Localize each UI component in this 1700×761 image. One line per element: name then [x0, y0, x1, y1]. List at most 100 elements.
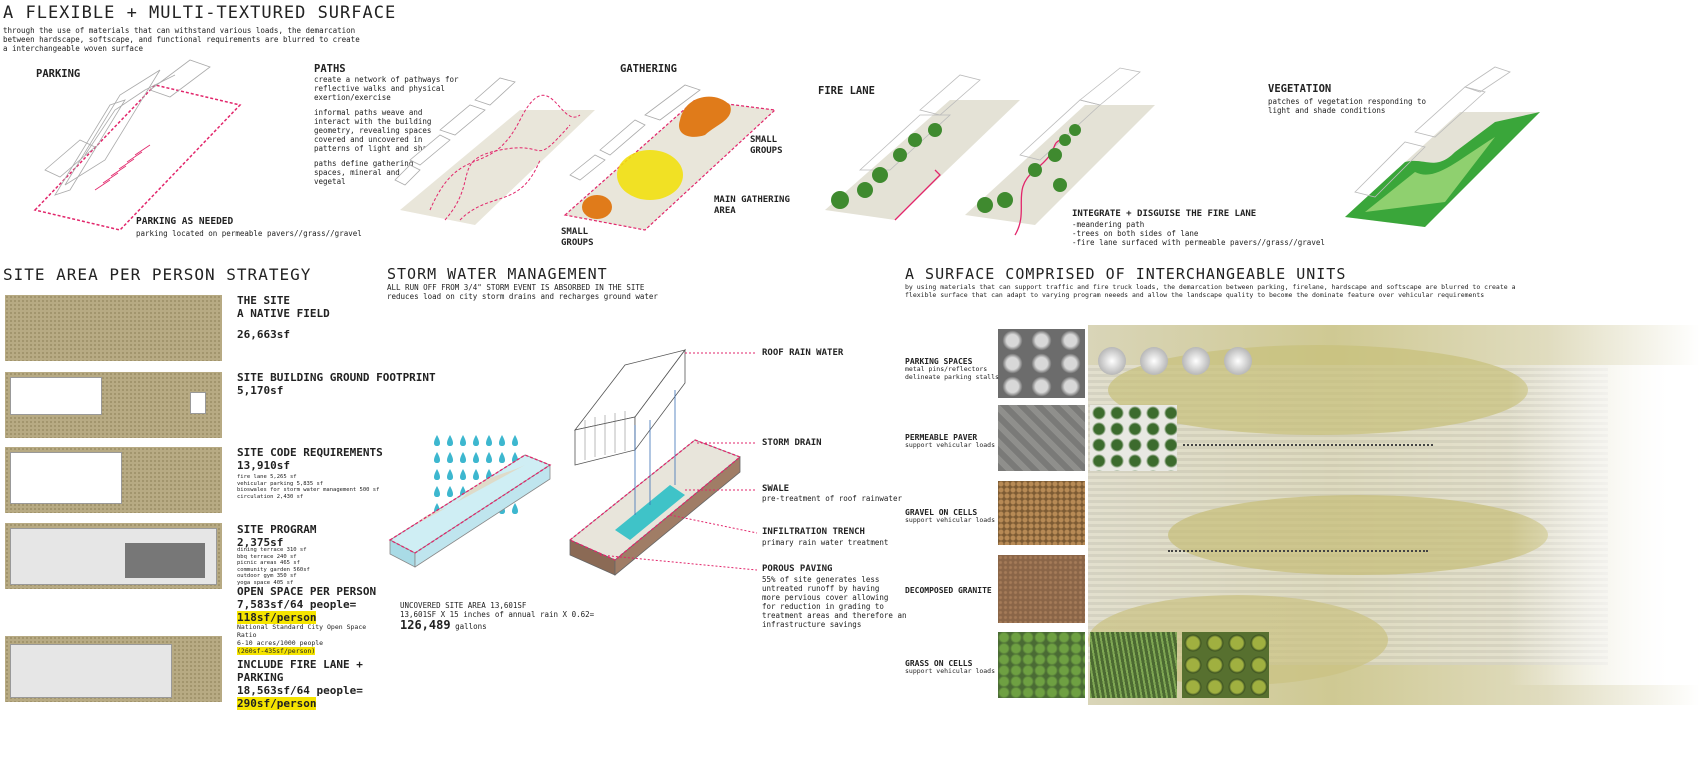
- vegetation-label: VEGETATION: [1268, 83, 1332, 95]
- storm-water-diagram: [388, 348, 758, 576]
- rain-drop-icon: [473, 469, 479, 480]
- surface-row-gravel: GRAVEL ON CELLS support vehicular loads: [905, 508, 996, 524]
- infiltration-sub: primary rain water treatment: [762, 538, 889, 547]
- rain-drop-icon: [499, 452, 505, 463]
- code-shape: [10, 452, 122, 504]
- site-panel-program: [5, 523, 222, 589]
- program-fill: [125, 543, 205, 578]
- parking-label: PARKING: [36, 68, 81, 80]
- surface-subtitle: by using materials that can support traf…: [905, 283, 1516, 299]
- surface-row-parking: PARKING SPACES metal pins/reflectors del…: [905, 357, 999, 381]
- parking-pin-icon: [1098, 347, 1126, 375]
- rain-drop-icon: [512, 503, 518, 514]
- permeable-paver-tile: [998, 405, 1085, 471]
- parking-sub: parking located on permeable pavers//gra…: [136, 229, 362, 238]
- grass-patch: [1108, 345, 1528, 435]
- fire-lane-axon-diagram: [825, 67, 1155, 236]
- rain-drop-icon: [473, 452, 479, 463]
- rain-drop-icon: [434, 469, 440, 480]
- rain-drop-icon: [486, 452, 492, 463]
- rain-drop-icon: [460, 452, 466, 463]
- gravel-tile: [998, 481, 1085, 545]
- rain-drop-icon: [447, 452, 453, 463]
- integrate-label: INTEGRATE + DISGUISE THE FIRE LANE: [1072, 209, 1257, 219]
- parking-pins-tile: [998, 329, 1085, 398]
- fire-parking-text: INCLUDE FIRE LANE +PARKING 18,563sf/64 p…: [237, 658, 363, 710]
- subtitle-line: between hardscape, softscape, and functi…: [3, 35, 360, 44]
- grass-cells-tile-2: [1090, 632, 1177, 698]
- storm-drain-label: STORM DRAIN: [762, 438, 822, 448]
- decomposed-granite-tile: [998, 555, 1085, 623]
- fire-parking-result: 290sf/person: [237, 697, 317, 710]
- footprint-shape: [190, 392, 206, 414]
- rain-drop-icon: [473, 435, 479, 446]
- site-panel-native-field: [5, 295, 222, 361]
- rain-drop-icon: [434, 452, 440, 463]
- surface-row-paver: PERMEABLE PAVER support vehicular loads: [905, 433, 996, 449]
- gallons-unit: gallons: [455, 622, 487, 631]
- rain-drop-icon: [447, 469, 453, 480]
- surface-row-grass: GRASS ON CELLS support vehicular loads: [905, 659, 996, 675]
- page-subtitle: through the use of materials that can wi…: [3, 26, 360, 53]
- site-area-title: SITE AREA PER PERSON STRATEGY: [3, 265, 312, 284]
- rain-drop-icon: [460, 435, 466, 446]
- fire-parking-shape: [10, 644, 172, 698]
- rain-drop-icon: [434, 435, 440, 446]
- page-title: A FLEXIBLE + MULTI-TEXTURED SURFACE: [3, 3, 397, 23]
- site-panel-code: [5, 447, 222, 513]
- porous-label: POROUS PAVING: [762, 564, 833, 574]
- rain-drop-icon: [460, 469, 466, 480]
- rain-drop-icon: [486, 435, 492, 446]
- swale-label: SWALE: [762, 484, 790, 494]
- site-panel-fire-parking: [5, 636, 222, 702]
- parking-pin-icon: [1140, 347, 1168, 375]
- rain-drop-icon: [447, 435, 453, 446]
- parking-pin-icon: [1224, 347, 1252, 375]
- roof-rain-label: ROOF RAIN WATER: [762, 348, 844, 358]
- paver-grass-tile: [1090, 405, 1177, 471]
- parking-pin-icon: [1182, 347, 1210, 375]
- paths-axon-diagram: [394, 77, 595, 225]
- gathering-label: GATHERING: [620, 63, 677, 75]
- infiltration-label: INFILTRATION TRENCH: [762, 527, 865, 537]
- gathering-axon-diagram: [563, 84, 777, 231]
- open-space-result: 118sf/person: [237, 611, 317, 624]
- parking-caption: PARKING AS NEEDED: [136, 216, 234, 227]
- dotted-line: [1183, 444, 1433, 446]
- dotted-line: [1168, 550, 1428, 552]
- footprint-shape: [10, 377, 102, 415]
- gallons-value: 126,489: [400, 618, 451, 632]
- rain-drop-icon: [512, 435, 518, 446]
- subtitle-line: through the use of materials that can wi…: [3, 26, 356, 35]
- grass-cells-tile-1: [998, 632, 1085, 698]
- surface-field: [1088, 325, 1700, 705]
- subtitle-line: a interchangeable woven surface: [3, 44, 143, 53]
- grass-cells-tile-3: [1182, 632, 1269, 698]
- parking-axon-diagram: [33, 59, 242, 231]
- vegetation-axon-diagram: [1345, 66, 1540, 227]
- site-panel-footprint: [5, 372, 222, 438]
- rain-drop-icon: [447, 486, 453, 497]
- rain-drop-icon: [434, 486, 440, 497]
- fire-lane-label: FIRE LANE: [818, 85, 875, 97]
- swale-sub: pre-treatment of roof rainwater: [762, 494, 902, 503]
- paths-label: PATHS: [314, 63, 346, 75]
- integrate-text: -meandering path-trees on both sides of …: [1072, 220, 1325, 247]
- grass-patch: [1168, 495, 1548, 575]
- national-range: (260sf-435sf/person): [237, 647, 316, 655]
- surface-title: A SURFACE COMPRISED OF INTERCHANGEABLE U…: [905, 265, 1347, 283]
- storm-title: STORM WATER MANAGEMENT: [387, 265, 608, 283]
